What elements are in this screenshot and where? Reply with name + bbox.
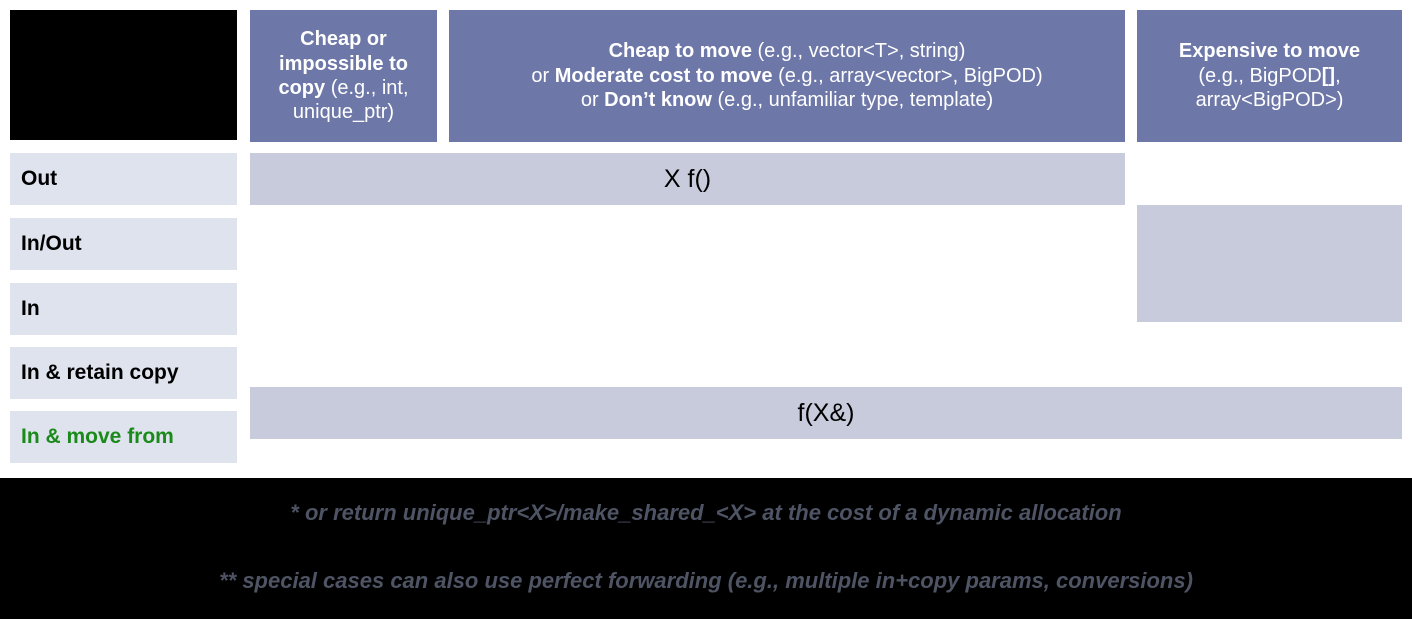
row-label-in-and-retain-copy: In & retain copy [10, 347, 237, 399]
row-label-text: In & retain copy [21, 361, 179, 384]
header-text-line: Don’t know [604, 89, 712, 112]
header-text-line: (e.g., BigPOD [1198, 64, 1322, 87]
footnote-text: ** special cases can also use perfect fo… [219, 568, 1193, 593]
footnote-text: * or return unique_ptr<X>/make_shared_<X… [290, 500, 1122, 525]
row-label-text: Out [21, 167, 58, 190]
row-label-in-and-move-from: In & move from [10, 411, 237, 463]
header-text-line: unique_ptr) [292, 101, 395, 124]
header-text-line: (e.g., vector<T>, string) [751, 40, 966, 63]
cell-out-main: X f() [250, 153, 1125, 205]
footnote-double-star: ** special cases can also use perfect fo… [0, 568, 1412, 594]
row-label-in-out: In/Out [10, 218, 237, 270]
row-label-text: In & move from [21, 425, 174, 448]
header-expensive-to-move: Expensive to move (e.g., BigPOD[], array… [1137, 10, 1402, 142]
header-text-line: copy [278, 77, 326, 99]
row-label-text: In [21, 297, 40, 320]
header-text-line: array<BigPOD>) [1195, 89, 1344, 112]
header-cheap-or-impossible-to-copy: Cheap or impossible to copy (e.g., int, … [250, 10, 437, 142]
header-text-line: Expensive to move [1178, 40, 1361, 63]
header-text-line: Moderate cost to move [554, 64, 773, 87]
header-cheap-moderate-or-dont-know: Cheap to move (e.g., vector<T>, string) … [449, 10, 1125, 142]
header-text-line: [] [1321, 64, 1336, 87]
header-text-line: Cheap to move [608, 40, 752, 63]
footnote-single-star: * or return unique_ptr<X>/make_shared_<X… [0, 500, 1412, 526]
row-label-text: In/Out [21, 232, 82, 255]
row-label-out: Out [10, 153, 237, 205]
footer-band [0, 478, 1412, 619]
cell-inout-main: f(X&) [250, 387, 1402, 439]
header-text-line: or [580, 89, 605, 112]
row-label-in: In [10, 283, 237, 335]
header-text-line: , [1335, 64, 1341, 87]
header-text-line: impossible to [279, 52, 408, 75]
cell-out-inout-expensive [1137, 205, 1402, 322]
cell-text: X f() [663, 164, 712, 193]
header-text-line: (e.g., unfamiliar type, template) [711, 89, 994, 112]
header-text-line: (e.g., array<vector>, BigPOD) [772, 64, 1043, 87]
cell-text: f(X&) [797, 398, 855, 427]
corner-blank-cell [10, 10, 237, 140]
header-text-line: (e.g., int, [325, 77, 409, 99]
header-text-line: Cheap or [300, 28, 387, 51]
header-text-line: or [531, 64, 555, 87]
